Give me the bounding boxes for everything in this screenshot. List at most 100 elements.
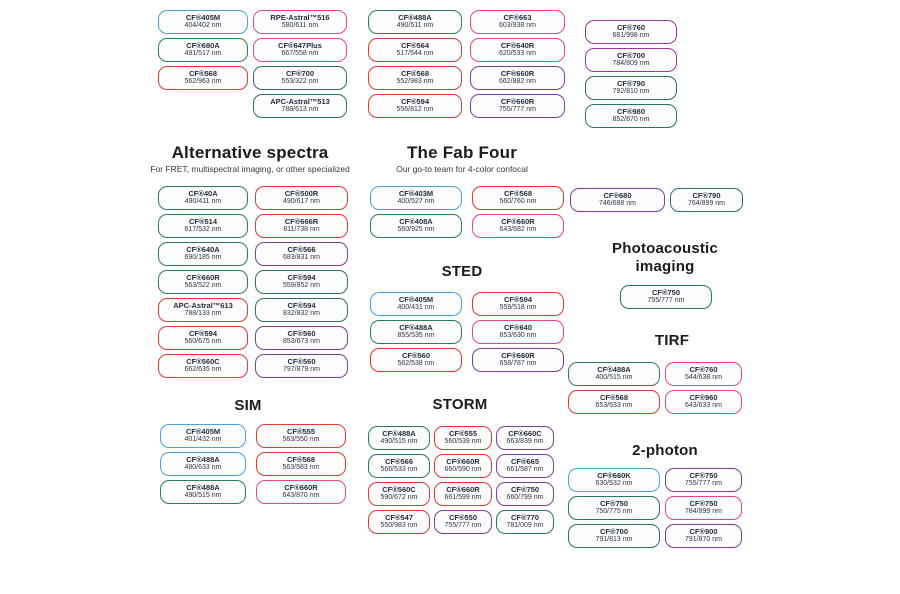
dye-excitation-emission-value: 661/587 nm <box>506 466 544 474</box>
dye-excitation-emission-value: 663/839 nm <box>506 438 544 446</box>
dye-name: CF®640R <box>500 40 535 50</box>
dye-name: CF®555 <box>286 426 316 436</box>
dye-name: CF®760 <box>689 364 718 374</box>
dye-name: CF®594 <box>287 300 316 310</box>
dye-excitation-emission-value: 563/522 nm <box>184 282 222 290</box>
dye-name: CF®647Plus <box>278 40 322 50</box>
dye-excitation-emission-value: 681/998 nm <box>612 32 650 40</box>
dye-name: CF®560C <box>382 484 416 494</box>
dye-excitation-emission-value: 490/511 nm <box>396 22 434 30</box>
dye-name: CF®660C <box>508 428 542 438</box>
dye-name: CF®555 <box>448 428 478 438</box>
dye-name: CF®408A <box>399 216 433 226</box>
dye-excitation-emission-value: 661/599 nm <box>444 494 482 502</box>
dye-excitation-emission-value: 490/617 nm <box>283 198 320 206</box>
dye-excitation-emission-value: 562/538 nm <box>397 360 435 368</box>
section-title-photoacoustic: Photoacoustic imaging <box>612 240 718 275</box>
section-title-storm: STORM <box>432 396 488 413</box>
dye-excitation-emission-value: 755/777 nm <box>647 297 685 305</box>
dye-name: CF®405M <box>398 294 434 304</box>
dye-excitation-emission-value: 617/532 nm <box>184 226 222 234</box>
dye-excitation-emission-value: 764/899 nm <box>688 200 725 208</box>
dye-excitation-emission-value: 580/611 nm <box>281 22 319 30</box>
dye-excitation-emission-value: 490/515 nm <box>184 492 222 500</box>
dye-name: CF®488A <box>382 428 416 438</box>
dye-name: CF®980 <box>616 106 646 116</box>
dye-name: CF®663 <box>503 12 532 22</box>
dye-excitation-emission-value: 560/675 nm <box>184 338 222 346</box>
dye-excitation-emission-value: 556/812 nm <box>396 106 434 114</box>
dye-excitation-emission-value: 400/527 nm <box>397 198 435 206</box>
dye-excitation-emission-value: 490/515 nm <box>380 438 418 446</box>
dye-excitation-emission-value: 788/133 nm <box>184 310 222 318</box>
dye-excitation-emission-value: 490/411 nm <box>184 198 222 206</box>
section-title-two-photon: 2-photon <box>632 442 698 459</box>
dye-excitation-emission-value: 552/983 nm <box>396 78 434 86</box>
dye-name: CF®488A <box>597 364 631 374</box>
dye-name: CF®680A <box>186 40 220 50</box>
dye-name: CF®405M <box>185 426 221 436</box>
dye-name: CF®750 <box>651 287 681 297</box>
dye-name: CF®770 <box>510 512 540 522</box>
dye-name: CF®594 <box>287 272 316 282</box>
dye-excitation-emission-value: 560/760 nm <box>499 198 537 206</box>
dye-excitation-emission-value: 562/963 nm <box>184 78 222 86</box>
dye-excitation-emission-value: 662/635 nm <box>184 366 222 374</box>
section-subtitle-alternative-spectra: For FRET, multispectral imaging, or othe… <box>150 164 350 174</box>
dye-name: CF®568 <box>286 454 316 464</box>
dye-excitation-emission-value: 643/870 nm <box>282 492 320 500</box>
dye-name: CF®560 <box>287 356 316 366</box>
dye-excitation-emission-value: 791/870 nm <box>685 536 722 544</box>
dye-excitation-emission-value: 480/633 nm <box>184 464 222 472</box>
dye-excitation-emission-value: 404/402 nm <box>184 22 222 30</box>
dye-excitation-emission-value: 544/638 nm <box>685 374 722 382</box>
dye-name: CF®660R <box>446 484 480 494</box>
dye-excitation-emission-value: 643/633 nm <box>685 402 722 410</box>
dye-name: CF®660R <box>500 68 535 78</box>
dye-excitation-emission-value: 660/799 nm <box>506 494 544 502</box>
dye-excitation-emission-value: 832/832 nm <box>283 310 320 318</box>
dye-name: CF®700 <box>285 68 315 78</box>
dye-name: APC-Astral™513 <box>270 96 330 106</box>
dye-excitation-emission-value: 400/515 nm <box>595 374 633 382</box>
dye-excitation-emission-value: 550/983 nm <box>380 522 418 530</box>
dye-excitation-emission-value: 563/550 nm <box>282 436 320 444</box>
dye-name: CF®680 <box>603 190 632 200</box>
